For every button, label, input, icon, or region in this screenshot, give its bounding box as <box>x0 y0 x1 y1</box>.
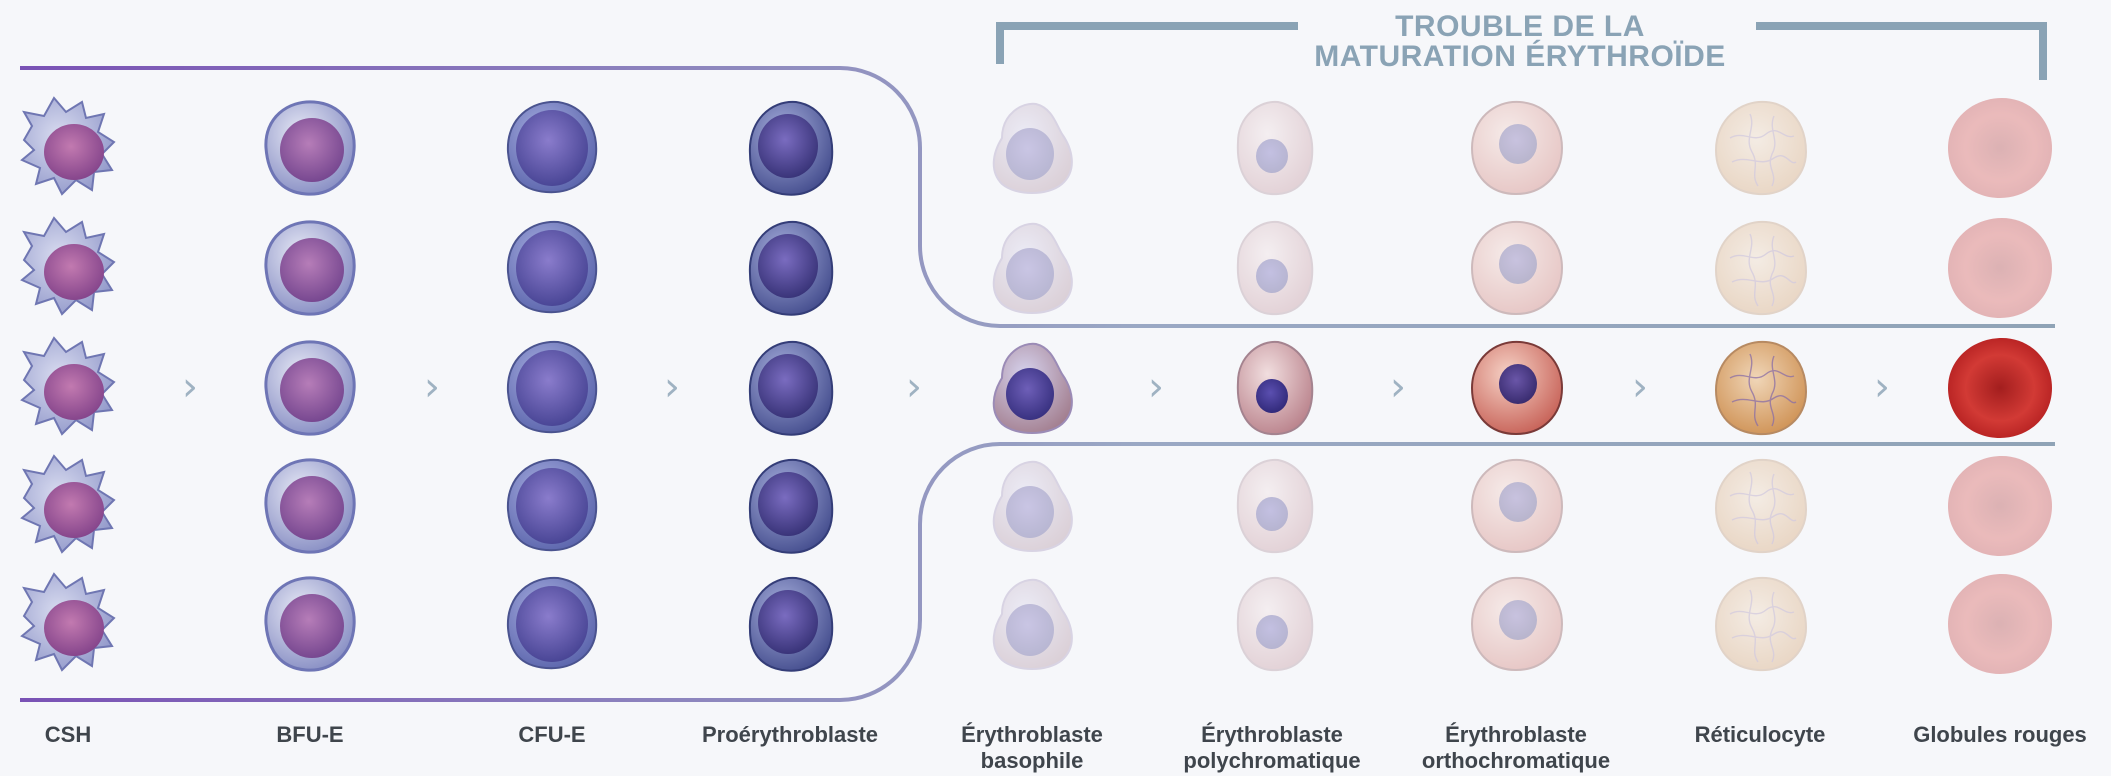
progression-arrow-7: › <box>1632 364 1648 410</box>
proerythroblaste-cell-row-3 <box>750 342 832 435</box>
erythroblaste-polychromatique-cell-row-4 <box>1238 460 1312 552</box>
erythroblaste-basophile-cell-row-2 <box>994 224 1072 313</box>
bfu-e-cell-row-1 <box>266 102 354 194</box>
csh-cell-row-1 <box>22 98 114 194</box>
erythroblaste-polychromatique-cell-row-5 <box>1238 578 1312 670</box>
cfu-e-cell-row-2 <box>508 222 596 312</box>
erythroblaste-basophile-cell-row-1 <box>994 104 1072 193</box>
reticulocyte-cell-row-1 <box>1716 102 1806 194</box>
stage-label-line1: CSH <box>0 722 188 748</box>
proerythroblaste-cell-row-4 <box>750 460 832 553</box>
erythroblaste-polychromatique-cell-row-1 <box>1238 102 1312 194</box>
globules-rouges-cell-row-1 <box>1948 98 2052 198</box>
stage-label-line2: polychromatique <box>1152 748 1392 774</box>
proerythroblaste-cell-row-1 <box>750 102 832 195</box>
progression-arrow-2: › <box>424 364 440 410</box>
progression-arrow-6: › <box>1390 364 1406 410</box>
bfu-e-cell-row-2 <box>266 222 354 314</box>
erythroblaste-basophile-cell-row-3 <box>994 344 1072 433</box>
stage-label-csh: CSH <box>0 722 188 748</box>
bracket-right-arm <box>1756 26 2043 80</box>
stage-label-globules-rouges: Globules rouges <box>1880 722 2111 748</box>
stage-label-line1: Réticulocyte <box>1640 722 1880 748</box>
erythroblaste-basophile-cell-row-5 <box>994 580 1072 669</box>
title-line-2: MATURATION ÉRYTHROÏDE <box>1300 42 1740 72</box>
csh-cell-row-2 <box>22 218 114 314</box>
bfu-e-cell-row-3 <box>266 342 354 434</box>
csh-cell-row-4 <box>22 456 114 552</box>
bfu-e-cell-row-5 <box>266 578 354 670</box>
cfu-e-cell-row-3 <box>508 342 596 432</box>
cell-grid <box>22 98 2052 674</box>
stage-label-line2: orthochromatique <box>1396 748 1636 774</box>
stage-label-cfu-e: CFU-E <box>432 722 672 748</box>
progression-arrow-5: › <box>1148 364 1164 410</box>
stage-label-line1: Proérythroblaste <box>670 722 910 748</box>
stage-label-line1: Érythroblaste <box>1396 722 1636 748</box>
bracket-left-arm <box>1000 26 1298 64</box>
proerythroblaste-cell-row-5 <box>750 578 832 671</box>
progression-arrow-8: › <box>1874 364 1890 410</box>
proerythroblaste-cell-row-2 <box>750 222 832 315</box>
stage-label-line1: BFU-E <box>190 722 430 748</box>
reticulocyte-cell-row-5 <box>1716 578 1806 670</box>
reticulocyte-cell-row-2 <box>1716 222 1806 314</box>
stage-label-bfu-e: BFU-E <box>190 722 430 748</box>
erythroblaste-basophile-cell-row-4 <box>994 462 1072 551</box>
stage-label-line1: Érythroblaste <box>912 722 1152 748</box>
stage-label-reticulocyte: Réticulocyte <box>1640 722 1880 748</box>
stage-label-line1: CFU-E <box>432 722 672 748</box>
erythroblaste-orthochromatique-cell-row-2 <box>1472 222 1562 314</box>
stage-label-line1: Érythroblaste <box>1152 722 1392 748</box>
reticulocyte-cell-row-3 <box>1716 342 1806 434</box>
stage-label-proerythroblaste: Proérythroblaste <box>670 722 910 748</box>
progression-arrow-3: › <box>664 364 680 410</box>
erythroblaste-polychromatique-cell-row-3 <box>1238 342 1312 434</box>
stage-label-line1: Globules rouges <box>1880 722 2111 748</box>
globules-rouges-cell-row-3 <box>1948 338 2052 438</box>
globules-rouges-cell-row-2 <box>1948 218 2052 318</box>
cfu-e-cell-row-5 <box>508 578 596 668</box>
cfu-e-cell-row-4 <box>508 460 596 550</box>
cfu-e-cell-row-1 <box>508 102 596 192</box>
stage-label-line2: basophile <box>912 748 1152 774</box>
progression-arrow-1: › <box>182 364 198 410</box>
globules-rouges-cell-row-4 <box>1948 456 2052 556</box>
reticulocyte-cell-row-4 <box>1716 460 1806 552</box>
bfu-e-cell-row-4 <box>266 460 354 552</box>
csh-cell-row-5 <box>22 574 114 670</box>
erythroblaste-polychromatique-cell-row-2 <box>1238 222 1312 314</box>
globules-rouges-cell-row-5 <box>1948 574 2052 674</box>
progression-arrow-4: › <box>906 364 922 410</box>
csh-cell-row-3 <box>22 338 114 434</box>
erythroblaste-orthochromatique-cell-row-1 <box>1472 102 1562 194</box>
erythroblaste-orthochromatique-cell-row-5 <box>1472 578 1562 670</box>
erythroblaste-orthochromatique-cell-row-4 <box>1472 460 1562 552</box>
erythroblaste-orthochromatique-cell-row-3 <box>1472 342 1562 434</box>
title-line-1: TROUBLE DE LA <box>1300 12 1740 42</box>
